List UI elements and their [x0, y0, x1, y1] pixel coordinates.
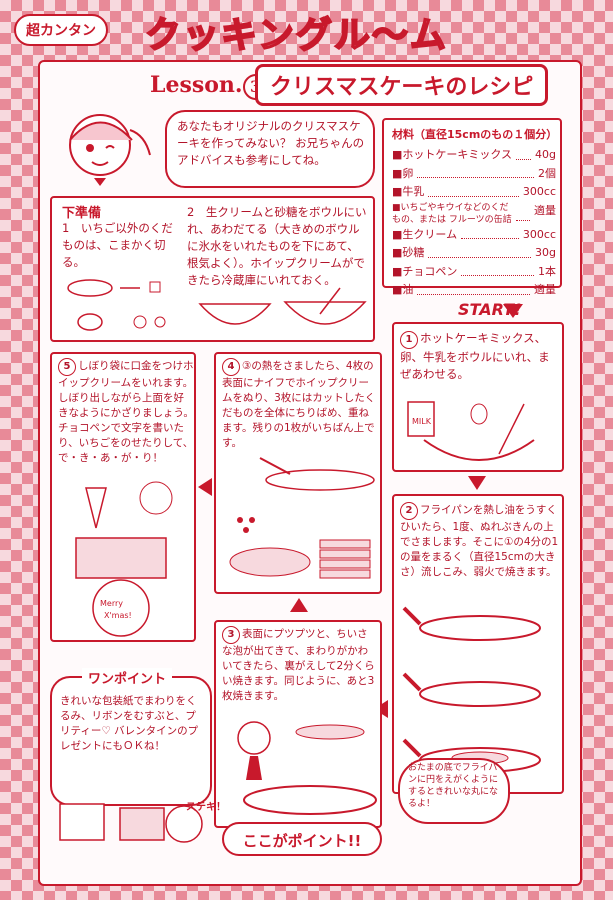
ingredient-qty: 300cc: [522, 185, 556, 198]
ingredient-row: ■ホットケーキミックス 40g: [392, 146, 556, 165]
svg-text:X'mas!: X'mas!: [104, 611, 132, 620]
ingredient-name: ■ホットケーキミックス: [392, 148, 513, 161]
ingredients-box: 材料（直径15cmのもの１個分） ■ホットケーキミックス 40g ■卵 2個 ■牛乳 30…: [382, 118, 562, 296]
ladle-tip-text: おたまの底でフライパンに円をえがくようにするときれいな丸になるよ！: [408, 763, 499, 809]
ingredient-row: ■油 適量: [392, 281, 556, 300]
flipping-pancake-sketch: [237, 721, 377, 815]
sticker-text: ステキ！: [186, 802, 226, 813]
step-4-number: 4: [222, 358, 240, 376]
arrow-4-to-5: [198, 478, 212, 496]
ingredient-name: ■油: [392, 283, 414, 296]
point-banner-text: ここがポイント!!: [242, 832, 362, 850]
ingredient-name: ■チョコペン: [392, 264, 458, 278]
lesson-label: Lesson.3: [150, 72, 269, 100]
ingredient-row: ■生クリーム 300cc: [392, 226, 556, 245]
step-1-number: 1: [400, 331, 418, 349]
ingredient-name: ■砂糖: [392, 246, 425, 259]
ingredient-qty: 1本: [538, 264, 556, 278]
cream-bowl-sketch: [198, 287, 367, 325]
svg-text:Merry: Merry: [100, 599, 123, 608]
fruit-cutting-sketch: [67, 279, 166, 331]
arrow-1-to-2: [468, 476, 486, 490]
ingredient-row: ■牛乳 300cc: [392, 183, 556, 202]
decorating-cake-sketch: Merry X'mas!: [75, 481, 173, 637]
ingredient-name: ■いちごやキウイなどのくだもの、または フルーツの缶詰: [392, 202, 512, 225]
ingredients-heading: 材料（直径15cmのもの１個分）: [392, 128, 558, 141]
lesson-title: クリスマスケーキのレシピ: [255, 64, 549, 106]
ingredient-qty: 2個: [538, 166, 556, 180]
ingredient-row: ■卵 2個: [392, 165, 556, 184]
ingredient-name: ■卵: [392, 166, 414, 180]
ingredient-qty: 300cc: [522, 227, 556, 241]
intro-bubble: あなたもオリジナルのクリスマスケーキを作ってみない？ お兄ちゃんのアドバイスも参…: [165, 110, 375, 188]
step-3-number: 3: [222, 626, 240, 644]
ingredient-name: ■牛乳: [392, 185, 425, 198]
ladle-tip-bubble: おたまの底でフライパンに円をえがくようにするときれいな丸になるよ！: [398, 758, 510, 824]
one-point-text: きれいな包装紙でまわりをくるみ、リボンをむすぶと、プリティー♡ バレンタインのプ…: [60, 695, 199, 752]
ingredient-row: ■チョコペン 1本: [392, 263, 556, 282]
one-point-box: ワンポイント きれいな包装紙でまわりをくるみ、リボンをむすぶと、プリティー♡ バ…: [50, 668, 212, 806]
prep-heading: 下準備: [62, 206, 102, 221]
page-title: クッキングル～ム: [144, 14, 448, 57]
super-easy-badge: 超カンタン: [14, 14, 108, 46]
girl-illustration: [69, 114, 151, 186]
mixing-bowl-sketch: MILK: [407, 401, 535, 461]
frying-pan-sketch: [402, 606, 541, 773]
prep-box: 下準備 1 いちご以外のくだものは、こまかく切る。 2 生クリームと砂糖をボウル…: [50, 196, 375, 342]
gift-cakes-illustration: [59, 803, 203, 843]
ingredient-qty: 適量: [534, 203, 556, 217]
ingredient-qty: 30g: [535, 246, 556, 259]
intro-text: あなたもオリジナルのクリスマスケーキを作ってみない？ お兄ちゃんのアドバイスも参…: [177, 119, 365, 167]
ingredient-row: ■いちごやキウイなどのくだもの、または フルーツの缶詰 適量: [392, 202, 556, 226]
ingredient-name: ■生クリーム: [392, 227, 458, 241]
one-point-heading: ワンポイント: [82, 668, 173, 687]
step-5-number: 5: [58, 358, 76, 376]
ingredient-qty: 適量: [534, 283, 556, 296]
point-banner: ここがポイント!!: [222, 822, 382, 856]
layering-cake-sketch: [229, 457, 375, 579]
prep-step-1: 1 いちご以外のくだものは、こまかく切る。: [62, 221, 173, 269]
prep-step-2: 2 生クリームと砂糖をボウルにいれ、あわだてる（大きめのボウルに氷水をいれたもの…: [187, 205, 367, 287]
step-2-number: 2: [400, 502, 418, 520]
svg-text:MILK: MILK: [412, 417, 432, 426]
start-arrow: [503, 304, 523, 318]
ingredient-row: ■砂糖 30g: [392, 244, 556, 263]
arrow-3-to-4: [290, 598, 308, 612]
ingredient-qty: 40g: [535, 148, 556, 161]
